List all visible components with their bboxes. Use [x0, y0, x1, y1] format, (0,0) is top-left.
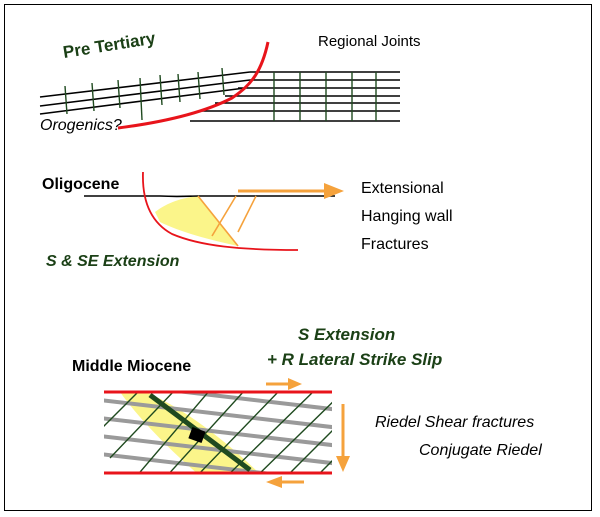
- extension-arrow: [238, 183, 344, 199]
- panel3-title: Middle Miocene: [72, 358, 191, 375]
- panel3-caption-line1: S Extension: [298, 325, 395, 344]
- panel2-label-line1: Extensional: [361, 180, 444, 197]
- panel2-title: Oligocene: [42, 176, 119, 193]
- panel2-label-line3: Fractures: [361, 236, 429, 253]
- panel1-subtitle: Orogenics?: [40, 117, 122, 134]
- extension-arrow-down: [336, 404, 350, 472]
- hanging-wall-fractures: [197, 195, 257, 247]
- panel-middle-miocene: Middle Miocene S Extension + R Lateral S…: [72, 325, 542, 488]
- panel-pre-tertiary: Pre Tertiary Orogenics? Regional Joints: [39, 29, 421, 134]
- cross-joints: [64, 67, 377, 121]
- shear-arrow-top: [266, 378, 302, 390]
- panel3-label-line1: Riedel Shear fractures: [375, 414, 534, 431]
- panel-oligocene: Oligocene S & SE Extension Extensional H…: [42, 171, 453, 270]
- thrust-fault: [117, 41, 270, 130]
- panel3-label-line2: Conjugate Riedel: [419, 442, 542, 459]
- panel1-right-label: Regional Joints: [318, 33, 421, 50]
- panel2-caption: S & SE Extension: [46, 253, 180, 270]
- offset-block: [188, 426, 206, 444]
- panel3-caption-line2: + R Lateral Strike Slip: [267, 350, 442, 369]
- shear-arrow-bottom: [266, 476, 304, 488]
- panel2-label-line2: Hanging wall: [361, 208, 453, 225]
- panel1-title: Pre Tertiary: [62, 29, 158, 62]
- listric-fault: [142, 171, 299, 251]
- regional-joint-lines: [39, 71, 400, 122]
- hanging-wall-wedge: [155, 196, 238, 246]
